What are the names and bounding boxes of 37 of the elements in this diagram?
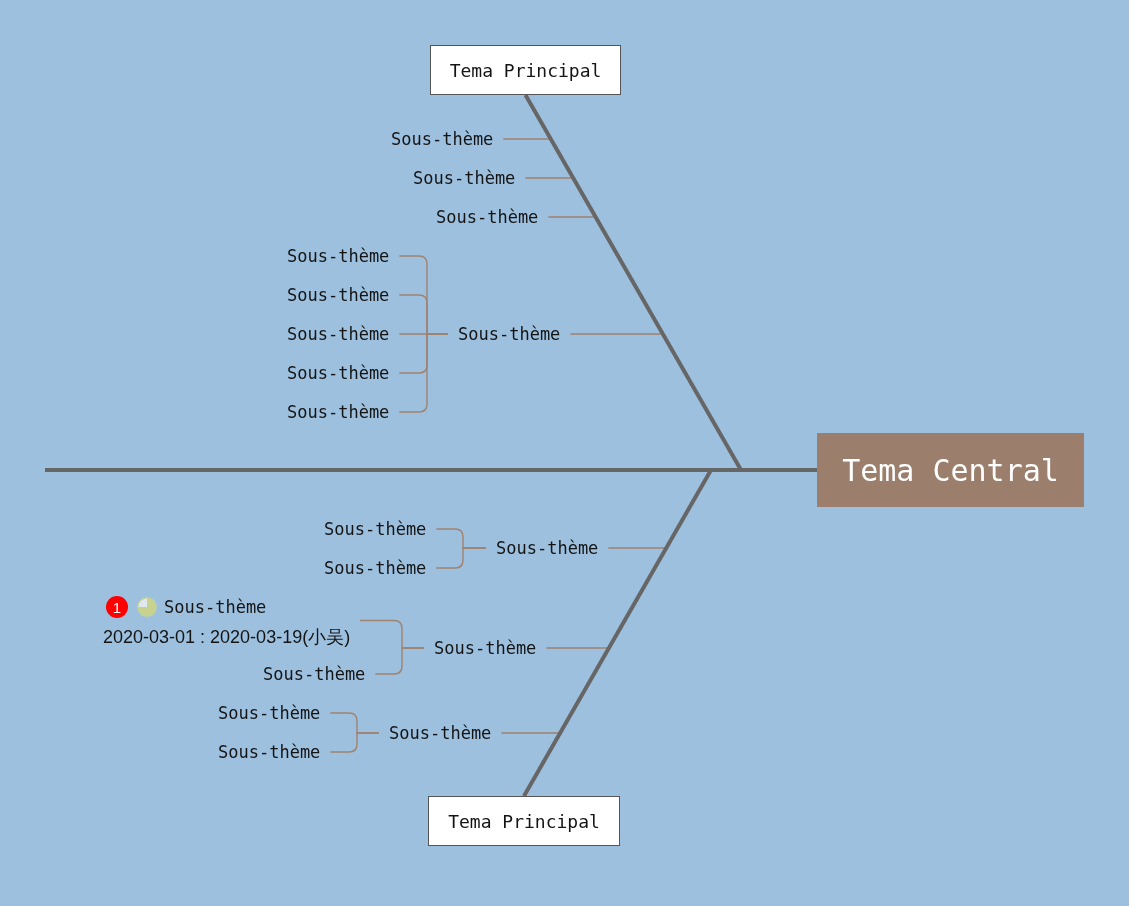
branch-line (545, 647, 609, 649)
subtopic-label: Sous-thème (287, 363, 390, 383)
subtopic-label: Sous-thème (434, 638, 537, 658)
bracket-connector (398, 333, 449, 413)
central-topic-box: Tema Central (817, 433, 1084, 507)
subtopic-label: Sous-thème (324, 558, 427, 578)
main-topic-box: Tema Principal (428, 796, 620, 846)
subtopic-label: Sous-thème (287, 246, 390, 266)
branch-line (524, 177, 573, 179)
bone-line (523, 94, 743, 471)
subtopic-label: Sous-thème (287, 324, 390, 344)
subtopic-label: Sous-thème (458, 324, 561, 344)
subtopic-label: Sous-thème (287, 402, 390, 422)
subtopic-label: Sous-thème (413, 168, 516, 188)
spine-line (45, 468, 817, 472)
branch-line (547, 216, 595, 218)
subtopic-label: Sous-thème (218, 742, 321, 762)
bracket-connector (329, 732, 380, 753)
subtopic-label: Sous-thème (436, 207, 539, 227)
subtopic-label: Sous-thème (391, 129, 494, 149)
branch-line (500, 732, 560, 734)
bone-line (522, 469, 713, 797)
priority-marker: 1 (106, 596, 128, 618)
subtopic-label: Sous-thème (164, 597, 267, 617)
subtopic-label: Sous-thème (496, 538, 599, 558)
main-topic-box: Tema Principal (430, 45, 621, 95)
bracket-connector (374, 647, 425, 675)
subtopic-label: Sous-thème (218, 703, 321, 723)
subtopic-label: Sous-thème (324, 519, 427, 539)
subtopic-label: Sous-thème (287, 285, 390, 305)
branch-line (607, 547, 666, 549)
subtopic-label: Sous-thème (389, 723, 492, 743)
subtopic-label: Sous-thème (263, 664, 366, 684)
bracket-connector (435, 547, 487, 569)
branch-line (569, 333, 663, 335)
date-range-text: 2020-03-01 : 2020-03-19(小吴) (103, 627, 351, 647)
branch-line (502, 138, 550, 140)
